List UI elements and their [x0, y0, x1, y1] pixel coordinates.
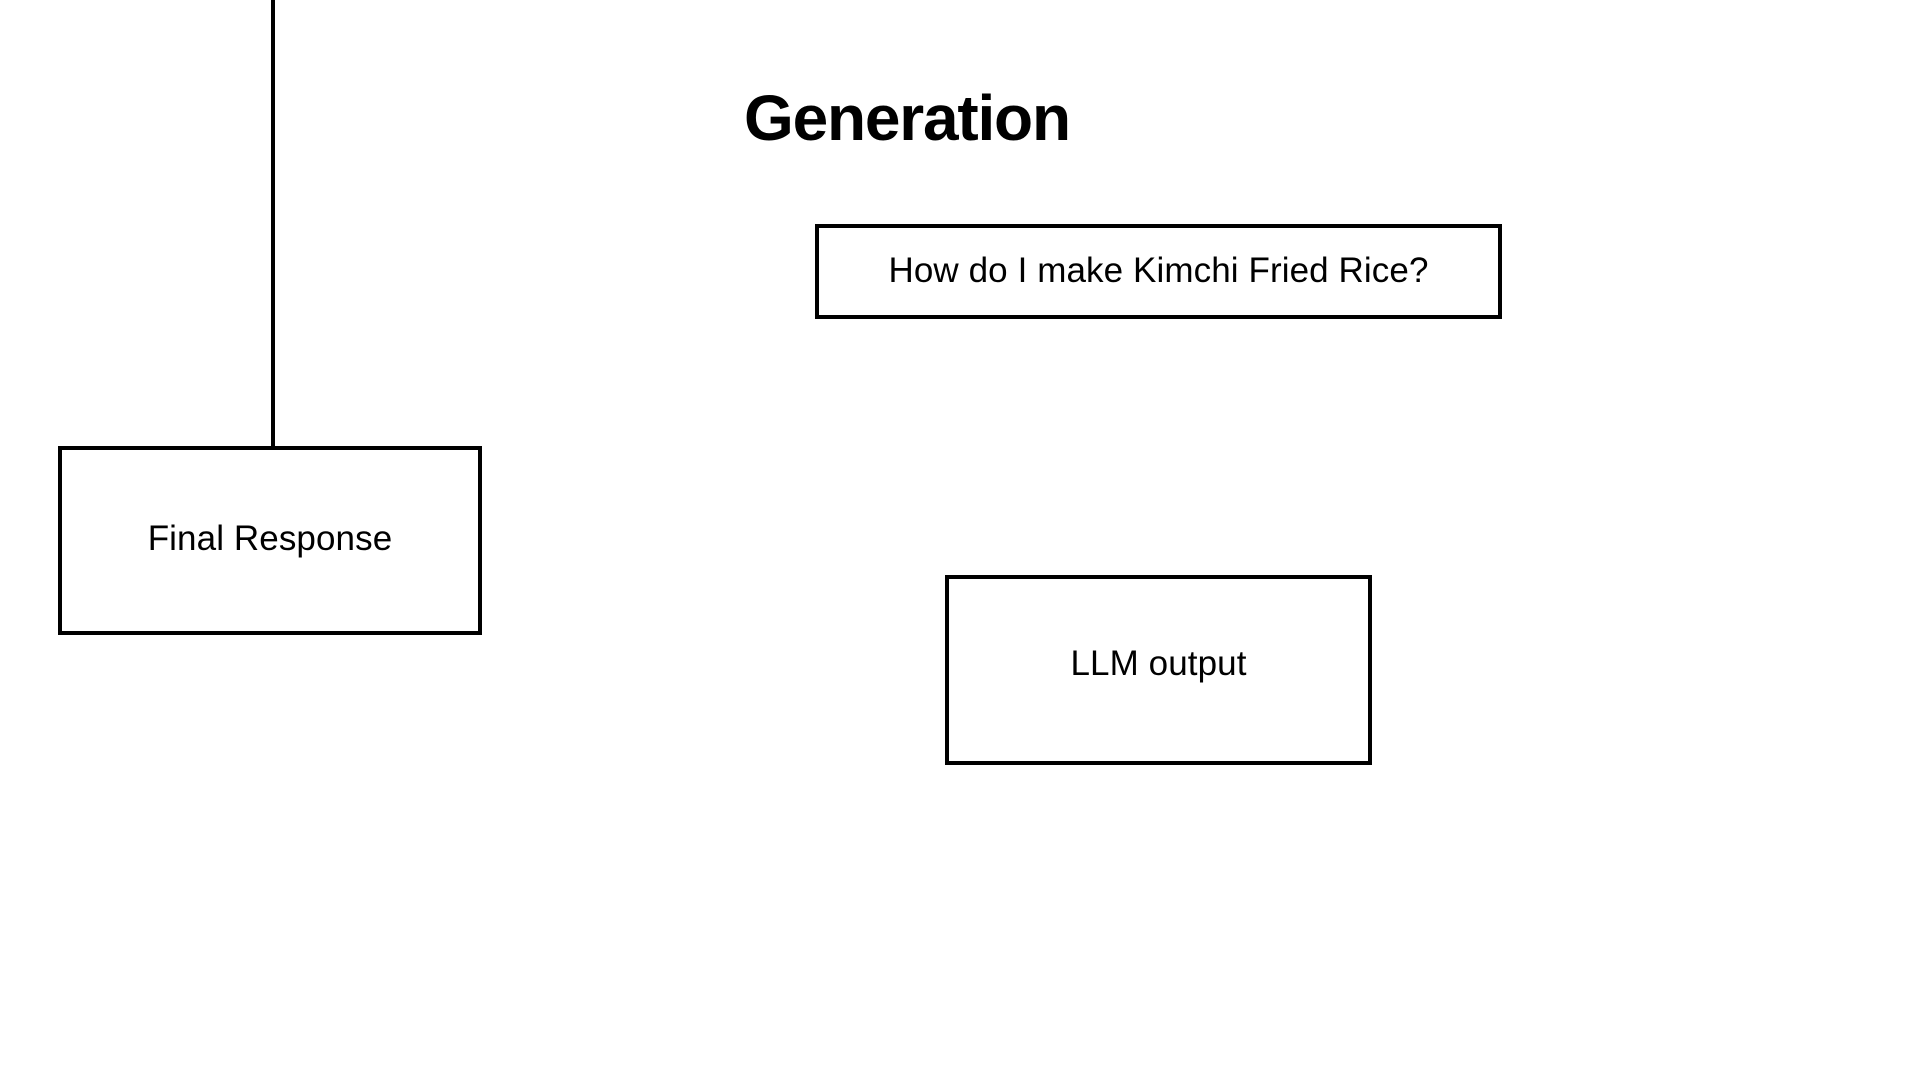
connector-line-to-final-response	[271, 0, 275, 449]
node-user-query[interactable]: How do I make Kimchi Fried Rice?	[815, 224, 1502, 319]
page-title: Generation	[744, 82, 1071, 154]
node-user-query-label: How do I make Kimchi Fried Rice?	[888, 251, 1429, 291]
node-llm-output[interactable]: LLM output	[945, 575, 1372, 765]
node-final-response[interactable]: Final Response	[58, 446, 482, 635]
node-final-response-label: Final Response	[147, 519, 393, 558]
node-llm-output-label: LLM output	[1070, 644, 1247, 683]
